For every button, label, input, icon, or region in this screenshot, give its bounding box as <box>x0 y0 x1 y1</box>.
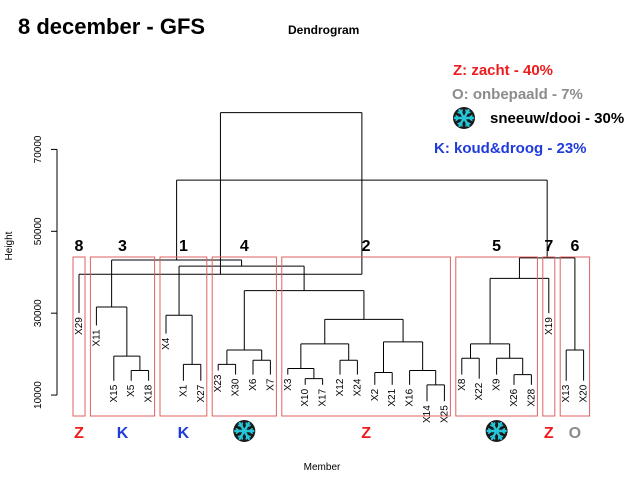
leaf-label: X25 <box>439 405 450 423</box>
cluster-number: 2 <box>362 238 371 255</box>
leaf-label: X20 <box>579 384 590 402</box>
cluster-number: 3 <box>118 238 127 255</box>
y-axis-label: Height <box>4 231 15 260</box>
legend-item: O: onbepaald - 7% <box>452 86 583 103</box>
cluster-box <box>159 256 208 417</box>
snowflake-icon <box>453 107 475 129</box>
chart-subtitle: Dendrogram <box>288 23 359 37</box>
snowflake-icon <box>485 420 508 442</box>
leaf-label: X2 <box>370 388 381 401</box>
leaf-label: X16 <box>405 388 416 406</box>
cluster-box <box>211 256 277 417</box>
x-axis-label: Member <box>304 462 341 473</box>
leaf-label: X29 <box>74 317 85 335</box>
cluster-number: 4 <box>240 238 249 255</box>
leaf-label: X23 <box>213 374 224 392</box>
cluster-box <box>559 256 591 417</box>
y-tick-label: 50000 <box>33 217 44 245</box>
leaf-label: X13 <box>561 384 572 402</box>
leaf-label: X24 <box>352 378 363 396</box>
legend: Z: zacht - 40% O: onbepaald - 7% sneeuw/do… <box>434 62 624 157</box>
cluster-class-label: O <box>569 425 581 442</box>
dendrogram-tree <box>78 112 585 402</box>
leaf-label: X27 <box>196 384 207 402</box>
leaf-label: X30 <box>231 378 242 396</box>
cluster-class-label: K <box>178 425 190 442</box>
cluster-number: 7 <box>544 238 553 255</box>
legend-item: K: koud&droog - 23% <box>434 140 587 157</box>
cluster-class-label: K <box>117 425 129 442</box>
leaf-label: X17 <box>318 388 329 406</box>
leaf-label: X14 <box>422 405 433 423</box>
leaf-label: X21 <box>387 388 398 406</box>
cluster-annotations: 8Z 3K 1K 4 2Z 5 7Z 6O <box>72 238 591 442</box>
leaf-label: X11 <box>91 329 102 346</box>
cluster-class-label: Z <box>544 425 554 442</box>
snowflake-icon <box>233 420 256 442</box>
y-axis: 10000 30000 50000 70000 <box>33 135 58 409</box>
y-tick-label: 10000 <box>33 381 44 409</box>
legend-item: sneeuw/dooi - 30% <box>490 110 624 127</box>
cluster-box <box>281 256 451 417</box>
leaf-label: X10 <box>300 388 311 406</box>
leaf-label: X15 <box>109 384 120 402</box>
leaf-label: X1 <box>178 384 189 397</box>
cluster-box <box>89 256 156 417</box>
leaf-label: X7 <box>265 378 276 391</box>
cluster-number: 5 <box>492 238 501 255</box>
leaf-label: X8 <box>457 378 468 391</box>
cluster-box <box>72 256 86 417</box>
cluster-class-label: Z <box>74 425 84 442</box>
leaf-label: X26 <box>509 388 520 406</box>
leaf-label: X12 <box>335 378 346 396</box>
cluster-number: 8 <box>75 238 84 255</box>
cluster-number: 1 <box>179 238 188 255</box>
cluster-class-label: Z <box>361 425 371 442</box>
legend-item: Z: zacht - 40% <box>453 62 553 79</box>
y-tick-label: 30000 <box>33 299 44 327</box>
leaf-label: X3 <box>283 378 294 391</box>
leaf-label: X4 <box>161 337 172 350</box>
chart-title: 8 december - GFS <box>18 14 205 39</box>
leaf-label: X6 <box>248 378 259 391</box>
cluster-number: 6 <box>570 238 579 255</box>
leaf-label: X5 <box>126 384 137 397</box>
cluster-box <box>542 256 556 417</box>
cluster-box <box>455 256 538 417</box>
leaf-label: X18 <box>144 384 155 402</box>
leaf-label: X22 <box>474 382 485 400</box>
leaf-label: X9 <box>492 378 503 391</box>
y-tick-label: 70000 <box>33 135 44 163</box>
leaf-label: X19 <box>544 317 555 335</box>
leaf-label: X28 <box>526 388 537 406</box>
